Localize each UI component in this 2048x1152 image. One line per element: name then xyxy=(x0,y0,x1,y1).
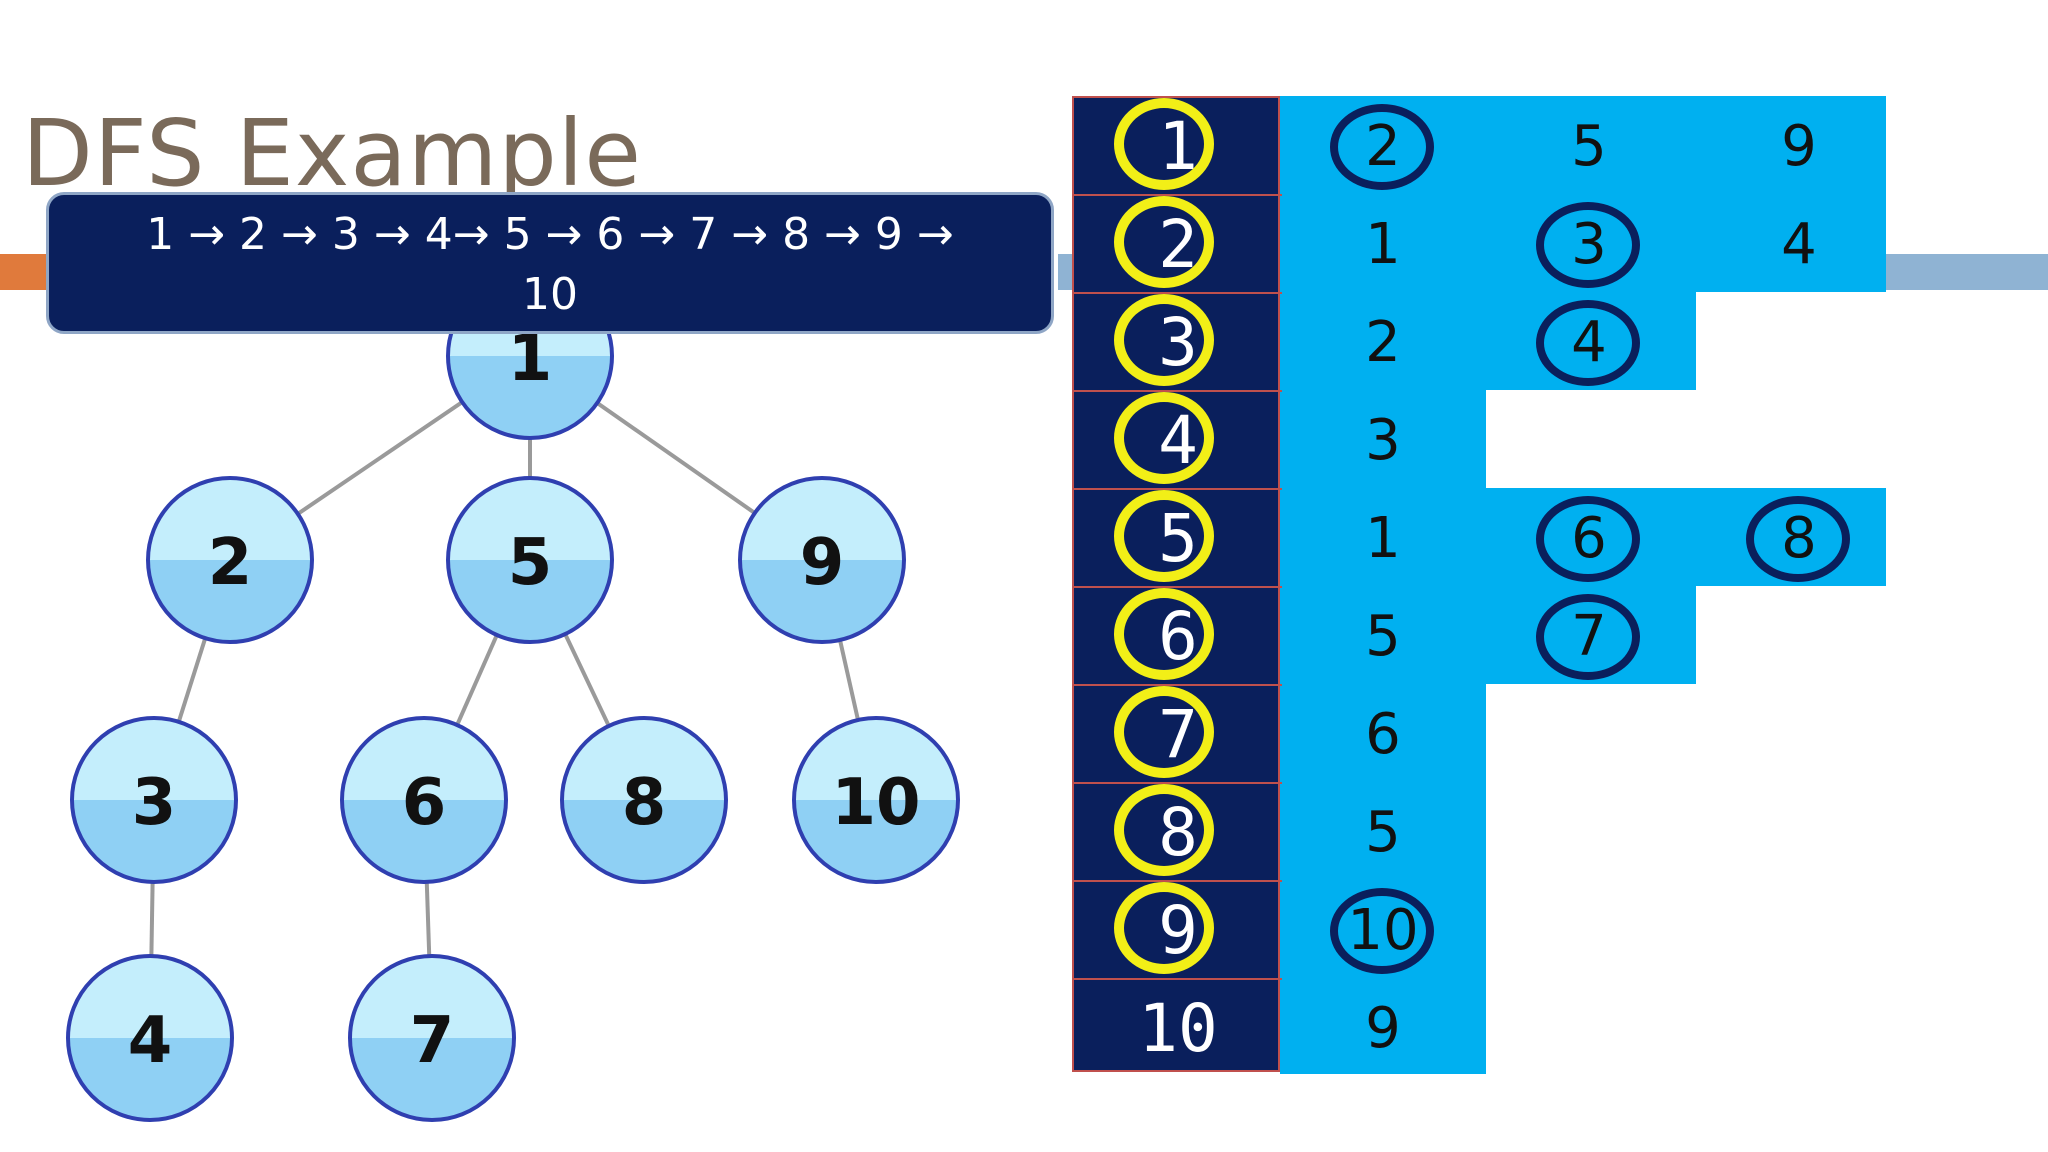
tree-node-circle-6 xyxy=(340,716,508,884)
neighbor-2-1: 1 xyxy=(1365,212,1401,277)
tree-node-circle-5 xyxy=(446,476,614,644)
chosen-neighbor-ring xyxy=(1330,104,1434,190)
visited-ring-7 xyxy=(1114,686,1214,778)
tree-node-label-1: 1 xyxy=(508,322,553,396)
visited-ring-1 xyxy=(1114,98,1214,190)
tree-node-3: 3 xyxy=(70,716,238,884)
neighbor-5-1: 1 xyxy=(1365,506,1401,571)
tree-node-label-6: 6 xyxy=(402,766,447,840)
visited-ring-4 xyxy=(1114,392,1214,484)
visited-ring-8 xyxy=(1114,784,1214,876)
tree-node-2: 2 xyxy=(146,476,314,644)
accent-bar-left xyxy=(0,254,52,290)
neighbor-3-2: 2 xyxy=(1365,310,1401,375)
tree-node-label-3: 3 xyxy=(132,766,177,840)
chosen-neighbor-ring xyxy=(1536,202,1640,288)
neighbor-2-4: 4 xyxy=(1781,212,1817,277)
tree-node-label-9: 9 xyxy=(800,526,845,600)
tree-node-circle-4 xyxy=(66,954,234,1122)
visit-order-callout: 1 → 2 → 3 → 4→ 5 → 6 → 7 → 8 → 9 → 10 xyxy=(46,192,1054,334)
tree-node-circle-8 xyxy=(560,716,728,884)
visit-order-line-1: 1 → 2 → 3 → 4→ 5 → 6 → 7 → 8 → 9 → xyxy=(146,209,954,260)
tree-node-9: 9 xyxy=(738,476,906,644)
visit-order-line-2: 10 xyxy=(522,269,578,320)
tree-node-4: 4 xyxy=(66,954,234,1122)
visited-ring-3 xyxy=(1114,294,1214,386)
visited-ring-5 xyxy=(1114,490,1214,582)
neighbor-1-9: 9 xyxy=(1781,114,1817,179)
tree-node-10: 10 xyxy=(792,716,960,884)
neighbor-7-6: 6 xyxy=(1365,702,1401,767)
tree-node-label-10: 10 xyxy=(831,766,920,840)
neighbor-1-5: 5 xyxy=(1571,114,1607,179)
neighbor-6-5: 5 xyxy=(1365,604,1401,669)
tree-node-label-5: 5 xyxy=(508,526,553,600)
tree-node-label-2: 2 xyxy=(208,526,253,600)
dfs-tree-diagram: 1 2 5 9 3 6 8 10 4 7 xyxy=(66,272,960,1122)
tree-node-circle-2 xyxy=(146,476,314,644)
neighbor-10-9: 9 xyxy=(1365,996,1401,1061)
chosen-neighbor-ring xyxy=(1746,496,1850,582)
neighbor-8-5: 5 xyxy=(1365,800,1401,865)
chosen-neighbor-ring xyxy=(1536,300,1640,386)
chosen-neighbor-ring xyxy=(1330,888,1434,974)
tree-node-label-4: 4 xyxy=(128,1004,173,1078)
visited-ring-6 xyxy=(1114,588,1214,680)
neighbor-4-3: 3 xyxy=(1365,408,1401,473)
tree-node-circle-3 xyxy=(70,716,238,884)
tree-node-circle-7 xyxy=(348,954,516,1122)
tree-node-label-7: 7 xyxy=(410,1004,455,1078)
tree-node-circle-9 xyxy=(738,476,906,644)
tree-node-6: 6 xyxy=(340,716,508,884)
slide-title: DFS Example xyxy=(22,100,642,207)
tree-node-8: 8 xyxy=(560,716,728,884)
tree-node-label-8: 8 xyxy=(622,766,667,840)
tree-node-5: 5 xyxy=(446,476,614,644)
visited-ring-9 xyxy=(1114,882,1214,974)
tree-node-7: 7 xyxy=(348,954,516,1122)
tree-node-circle-10 xyxy=(792,716,960,884)
vertex-cell-10: 10 xyxy=(1138,990,1218,1067)
chosen-neighbor-ring xyxy=(1536,496,1640,582)
visited-ring-2 xyxy=(1114,196,1214,288)
chosen-neighbor-ring xyxy=(1536,594,1640,680)
